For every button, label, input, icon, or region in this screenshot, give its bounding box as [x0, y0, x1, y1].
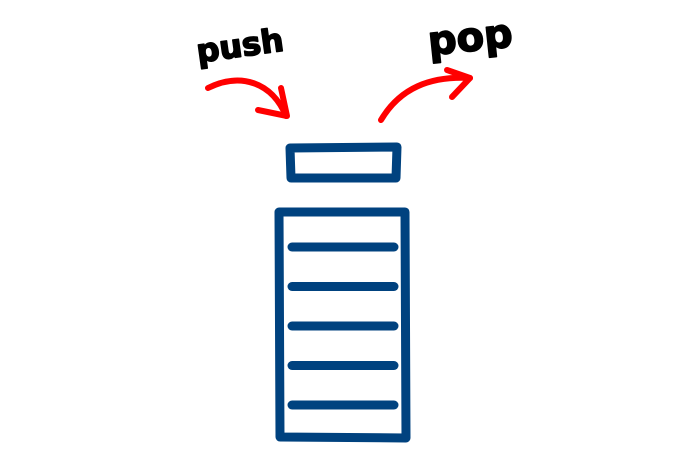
stack-outline — [274, 207, 411, 443]
pop-arrow-curve — [378, 74, 473, 123]
top-element-box — [285, 142, 402, 183]
top-element — [285, 142, 402, 183]
pop-arrow-head — [444, 67, 473, 100]
stack-container — [274, 207, 411, 443]
pop-arrow — [378, 67, 473, 123]
push-arrow-curve — [205, 77, 289, 119]
push-label: push — [194, 21, 286, 71]
push-arrow — [205, 77, 290, 119]
pop-label: pop — [426, 11, 515, 66]
stack-items — [287, 242, 399, 410]
push-arrow-head — [255, 85, 290, 119]
